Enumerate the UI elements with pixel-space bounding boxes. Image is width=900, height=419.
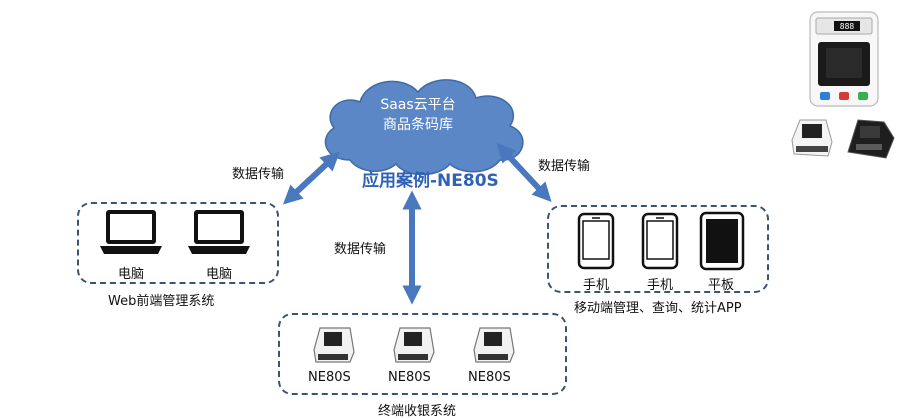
terminal-item-2-label: NE80S — [388, 370, 431, 385]
phone-icon — [577, 212, 615, 270]
terminal-group-box — [278, 313, 567, 395]
pos-terminal-icon — [313, 327, 355, 363]
mobile-group-caption: 移动端管理、查询、统计APP — [574, 301, 742, 316]
terminal-item-1-label: NE80S — [308, 370, 351, 385]
cloud-label-line1: Saas云平台 — [380, 97, 456, 113]
cloud-label-line2: 商品条码库 — [383, 117, 453, 133]
pos-device-small-white-icon — [791, 119, 833, 157]
mobile-item-2-label: 手机 — [647, 278, 674, 293]
arrow-center-label: 数据传输 — [334, 242, 387, 257]
laptop-icon — [100, 210, 162, 254]
diagram-title: 应用案例-NE80S — [362, 171, 499, 191]
web-group-caption: Web前端管理系统 — [108, 294, 215, 309]
pos-terminal-icon — [393, 327, 435, 363]
pos-device-small-black-icon — [847, 119, 895, 159]
mobile-group-box — [547, 205, 769, 293]
device-screen-text: 888 — [840, 22, 855, 31]
cloud-icon — [324, 79, 524, 176]
phone-icon — [641, 212, 679, 270]
tablet-icon — [699, 211, 745, 271]
web-item-1-label: 电脑 — [118, 267, 145, 282]
mobile-item-1-label: 手机 — [583, 278, 610, 293]
web-group-box — [77, 202, 279, 284]
arrow-left-label: 数据传输 — [232, 167, 285, 182]
mobile-item-3-label: 平板 — [708, 278, 735, 293]
terminal-group-caption: 终端收银系统 — [378, 404, 457, 419]
web-item-2-label: 电脑 — [206, 267, 233, 282]
terminal-item-3-label: NE80S — [468, 370, 511, 385]
pos-device-large-icon: 888 — [809, 11, 879, 107]
laptop-icon — [188, 210, 250, 254]
arrow-right-label: 数据传输 — [538, 159, 591, 174]
pos-terminal-icon — [473, 327, 515, 363]
